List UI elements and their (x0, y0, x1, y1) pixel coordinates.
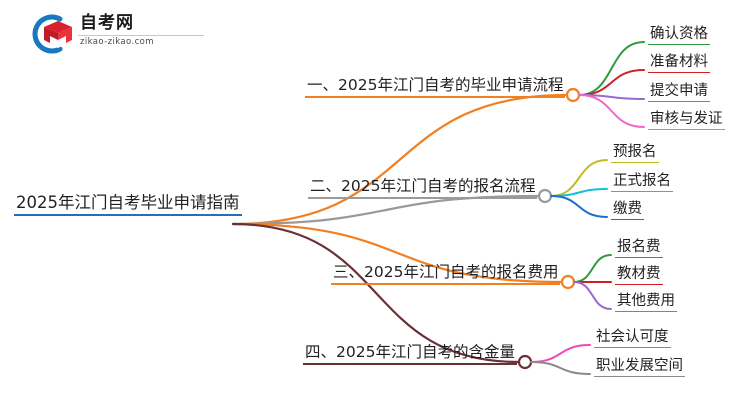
mindmap-leaf-node-1-1-underline (648, 43, 710, 46)
mindmap-leaf-node-2-1-label: 预报名 (613, 144, 657, 160)
mindmap-leaf-node-1-2-underline (648, 71, 710, 74)
mindmap-node-connector[interactable] (560, 274, 576, 290)
mindmap-edge (231, 93, 569, 226)
mindmap-edge (573, 281, 612, 310)
mindmap-edge (578, 41, 645, 96)
mindmap-leaf-node-3-1-underline (615, 256, 663, 259)
mindmap-branch-node-1-label: 一、2025年江门自考的毕业申请流程 (307, 76, 564, 94)
mindmap-branch-node-4-underline (303, 362, 517, 365)
mindmap-leaf-node-2-3-label: 缴费 (613, 201, 642, 217)
mindmap-node-connector[interactable] (537, 188, 553, 204)
logo-text: 自考网 zikao-zikao.com (78, 12, 208, 48)
mindmap-leaf-node-4-1-underline (594, 346, 671, 349)
mindmap-leaf-node-1-3[interactable]: 提交申请 (648, 83, 710, 103)
mindmap-leaf-node-3-2-label: 教材费 (617, 266, 661, 282)
mindmap-edge (231, 222, 564, 284)
mindmap-leaf-node-4-2[interactable]: 职业发展空间 (594, 358, 685, 378)
mindmap-branch-node-2[interactable]: 二、2025年江门自考的报名流程 (308, 177, 538, 199)
mindmap-branch-node-2-underline (308, 196, 538, 199)
graduation-cap-logo-icon (32, 14, 72, 54)
mindmap-leaf-node-2-1[interactable]: 预报名 (611, 144, 659, 164)
mindmap-edge (578, 94, 645, 128)
mindmap-leaf-node-2-2-underline (611, 190, 673, 193)
mindmap-edge (530, 361, 591, 375)
mindmap-edge (231, 222, 521, 364)
mindmap-leaf-node-4-2-underline (594, 375, 685, 378)
mindmap-leaf-node-1-4-label: 审核与发证 (650, 111, 723, 127)
mindmap-leaf-node-4-2-label: 职业发展空间 (596, 358, 683, 374)
mindmap-edge (550, 159, 608, 197)
mindmap-node-connector[interactable] (517, 354, 533, 370)
mindmap-leaf-node-1-1[interactable]: 确认资格 (648, 26, 710, 46)
mindmap-leaf-node-1-3-label: 提交申请 (650, 83, 708, 99)
mindmap-leaf-node-1-3-underline (648, 100, 710, 103)
mindmap-edge (578, 69, 645, 96)
mindmap-branch-node-3[interactable]: 三、2025年江门自考的报名费用 (331, 263, 561, 285)
mindmap-root-node[interactable]: 2025年江门自考毕业申请指南 (14, 193, 242, 216)
mindmap-node-connector[interactable] (565, 87, 581, 103)
root-node-underline (14, 213, 242, 216)
mindmap-leaf-node-4-1-label: 社会认可度 (596, 329, 669, 345)
mindmap-branch-node-4[interactable]: 四、2025年江门自考的含金量 (303, 343, 517, 365)
mindmap-leaf-node-1-1-label: 确认资格 (650, 26, 708, 42)
mindmap-branch-node-3-underline (331, 282, 561, 285)
mindmap-leaf-node-2-2-label: 正式报名 (613, 173, 671, 189)
mindmap-edge (573, 254, 612, 283)
mindmap-leaf-node-1-2[interactable]: 准备材料 (648, 54, 710, 74)
mindmap-branch-node-2-label: 二、2025年江门自考的报名流程 (310, 177, 536, 195)
root-node-label: 2025年江门自考毕业申请指南 (16, 193, 240, 212)
mindmap-edge (550, 188, 608, 197)
mindmap-leaf-node-3-3-underline (615, 310, 677, 313)
mindmap-leaf-node-3-1-label: 报名费 (617, 239, 661, 255)
mindmap-leaf-node-4-1[interactable]: 社会认可度 (594, 329, 671, 349)
logo-site-name: 自考网 (80, 13, 134, 33)
mindmap-branch-node-1[interactable]: 一、2025年江门自考的毕业申请流程 (305, 76, 566, 98)
mindmap-leaf-node-1-2-label: 准备材料 (650, 54, 708, 70)
mindmap-leaf-node-3-2-underline (615, 283, 663, 286)
mindmap-leaf-node-2-3-underline (611, 218, 644, 221)
mindmap-leaf-node-3-3-label: 其他费用 (617, 293, 675, 309)
mindmap-leaf-node-1-4-underline (648, 128, 725, 131)
mindmap-leaf-node-2-3[interactable]: 缴费 (611, 201, 644, 221)
mindmap-branch-node-3-label: 三、2025年江门自考的报名费用 (333, 263, 559, 281)
logo-site-url: zikao-zikao.com (80, 37, 154, 47)
mindmap-leaf-node-1-4[interactable]: 审核与发证 (648, 111, 725, 131)
mindmap-leaf-node-3-3[interactable]: 其他费用 (615, 293, 677, 313)
mindmap-leaf-node-2-1-underline (611, 161, 659, 164)
site-logo: 自考网 zikao-zikao.com (30, 12, 210, 56)
logo-divider (78, 35, 204, 36)
mindmap-branch-node-4-label: 四、2025年江门自考的含金量 (305, 343, 515, 361)
mindmap-leaf-node-2-2[interactable]: 正式报名 (611, 173, 673, 193)
mindmap-edge (550, 195, 608, 218)
mindmap-edge (530, 344, 591, 363)
mindmap-leaf-node-3-1[interactable]: 报名费 (615, 239, 663, 259)
mindmap-leaf-node-3-2[interactable]: 教材费 (615, 266, 663, 286)
mindmap-branch-node-1-underline (305, 95, 566, 98)
